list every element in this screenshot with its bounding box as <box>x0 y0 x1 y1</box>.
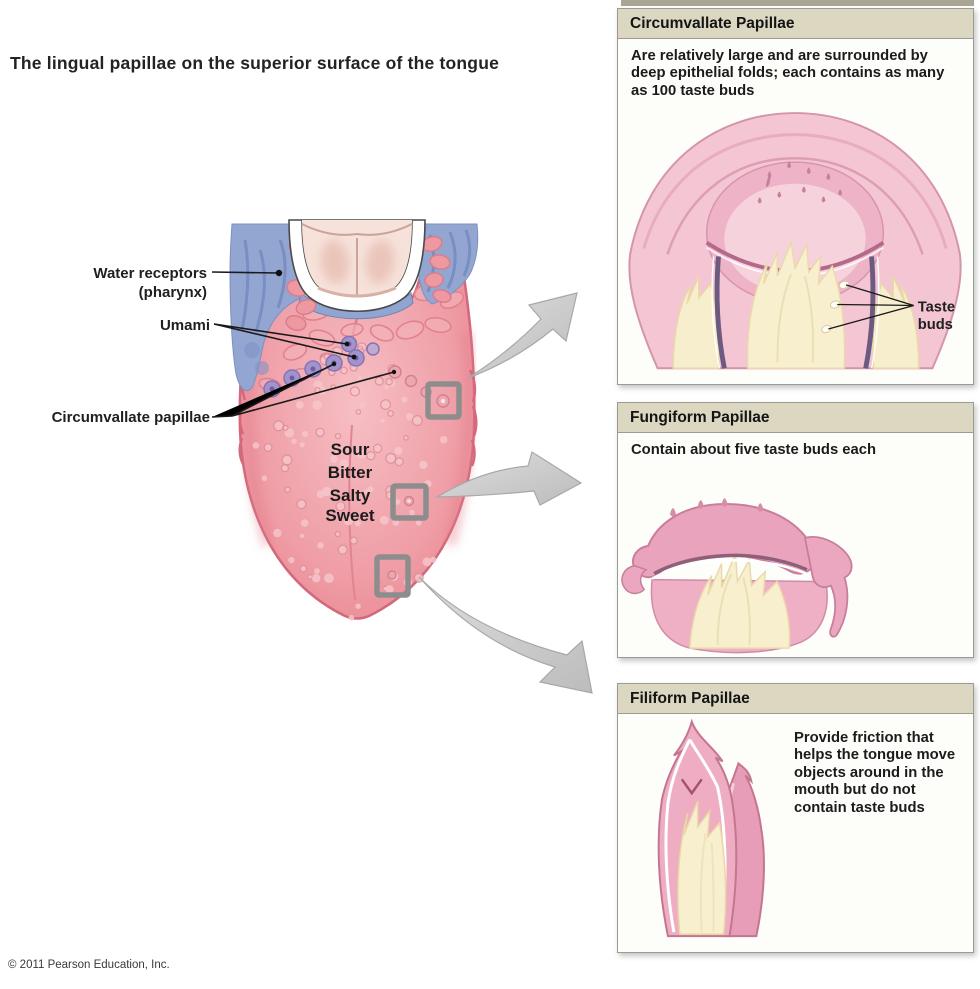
top-edge-strip <box>621 0 974 6</box>
panel-filiform-description: Provide friction that helps the tongue m… <box>794 730 956 816</box>
zoom-boxes <box>374 381 462 598</box>
tongue-illustration: Water receptors (pharynx) Umami Circumva… <box>52 219 593 694</box>
label-circumvallate-papillae: Circumvallate papillae <box>52 409 210 426</box>
panel-filiform-title: Filiform Papillae <box>630 689 750 707</box>
taste-buds-leader-lines <box>828 284 914 330</box>
panel-filiform-header: Filiform Papillae <box>618 684 973 714</box>
arrow-to-filiform-panel <box>418 576 593 694</box>
label-pharynx: (pharynx) <box>139 284 207 301</box>
label-bitter: Bitter <box>328 463 373 482</box>
panel-fungiform: Fungiform Papillae Contain about five ta… <box>617 402 974 658</box>
label-salty: Salty <box>330 486 371 505</box>
cap-spikes <box>669 498 764 517</box>
epiglottis <box>288 219 426 312</box>
copyright-text: © 2011 Pearson Education, Inc. <box>8 959 170 971</box>
panel-arrows <box>418 292 593 694</box>
panel-circumvallate: Circumvallate Papillae Are relatively la… <box>617 8 974 385</box>
filiform-papilla-art <box>657 718 765 938</box>
label-taste-buds-line1: Taste <box>918 299 955 315</box>
dome-spikes <box>757 161 843 204</box>
taste-buds <box>821 280 850 334</box>
arrow-to-circumvallate-panel <box>467 292 578 379</box>
label-water-receptors: Water receptors <box>93 265 207 282</box>
leader-dots <box>275 269 397 375</box>
leader-lines <box>211 271 395 418</box>
panel-fungiform-title: Fungiform Papillae <box>630 408 770 426</box>
page-title: The lingual papillae on the superior sur… <box>10 53 500 73</box>
panel-circumvallate-title: Circumvallate Papillae <box>630 14 795 32</box>
panel-circumvallate-description: Are relatively large and are surrounded … <box>631 48 945 99</box>
label-umami: Umami <box>160 317 210 334</box>
zoom-box-circumvallate <box>425 381 462 420</box>
panel-circumvallate-header: Circumvallate Papillae <box>618 9 973 39</box>
label-sour: Sour <box>331 440 370 459</box>
panel-fungiform-header: Fungiform Papillae <box>618 403 973 433</box>
label-taste-buds-line2: buds <box>918 317 953 333</box>
panel-filiform: Filiform Papillae Provide friction that … <box>617 683 974 953</box>
panel-fungiform-description: Contain about five taste buds each <box>631 442 877 458</box>
zoom-box-filiform <box>374 554 411 598</box>
zoom-box-fungiform <box>390 483 429 521</box>
arrow-to-fungiform-panel <box>434 451 583 506</box>
label-sweet: Sweet <box>325 506 374 525</box>
